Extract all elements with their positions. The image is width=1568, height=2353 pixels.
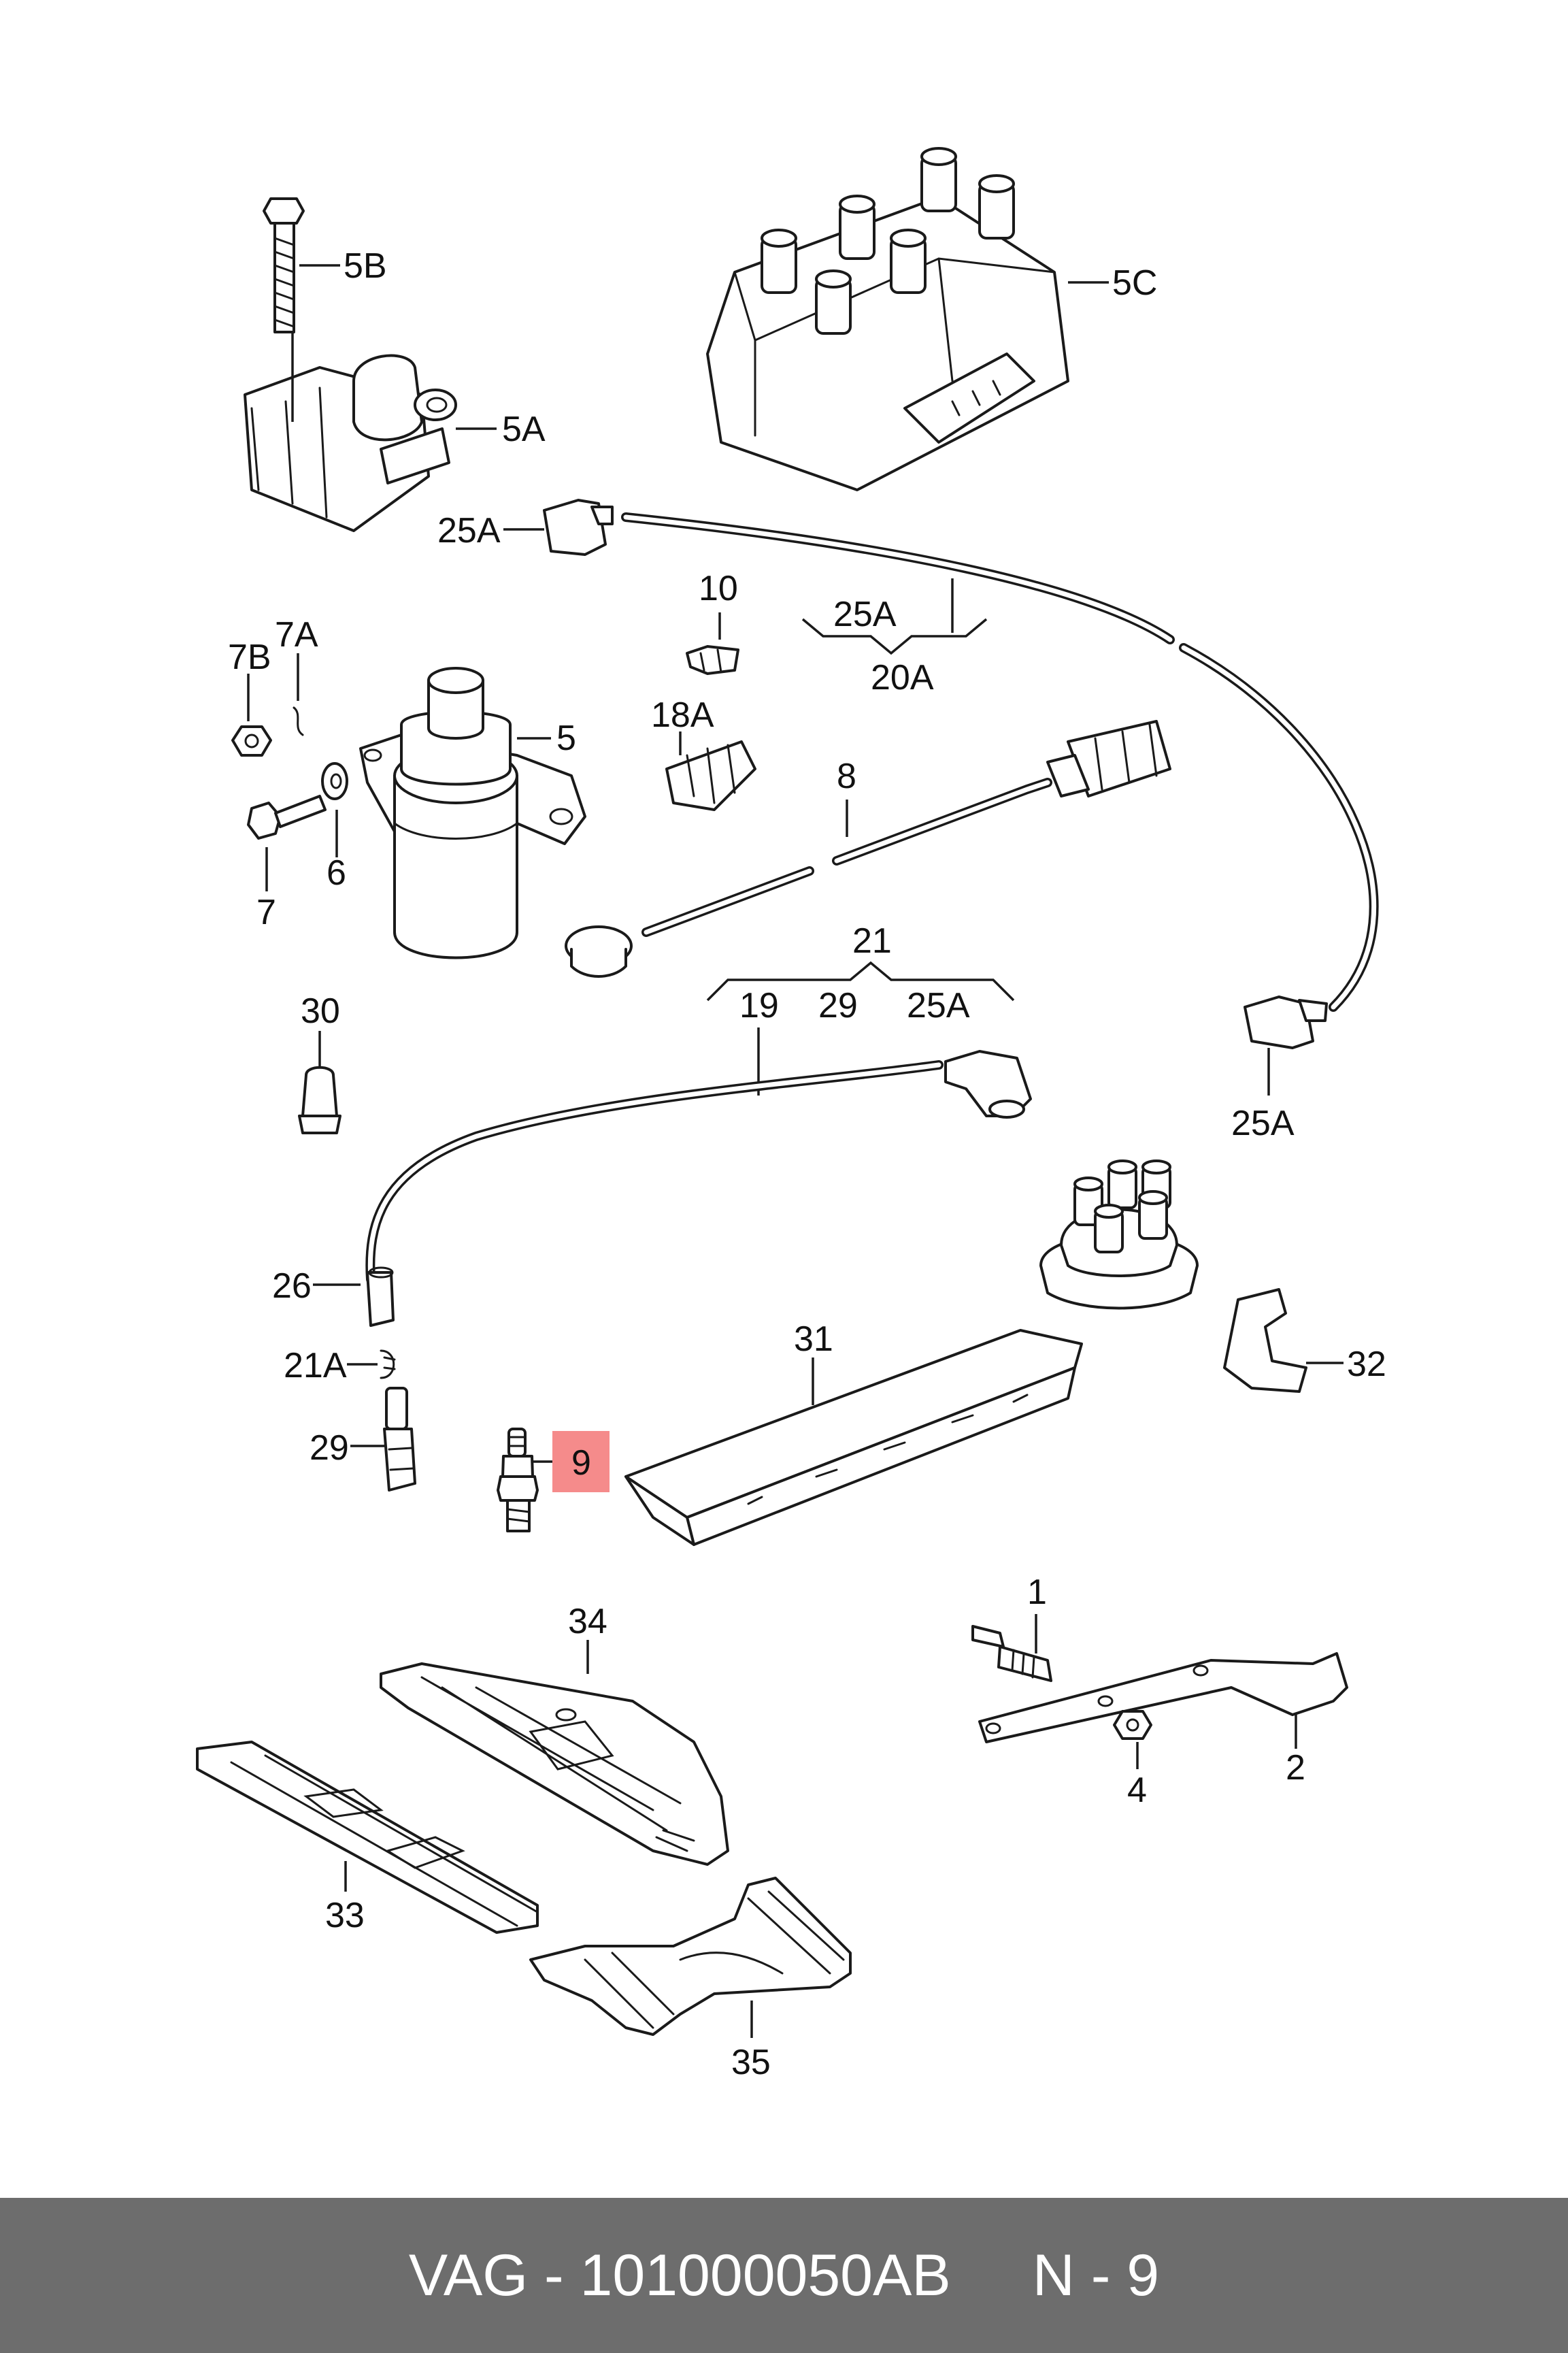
callout-2: 2 xyxy=(1286,1748,1305,1788)
part-9-spark-plug xyxy=(497,1428,552,1532)
part-35-intake xyxy=(529,1877,852,2038)
callout-8: 8 xyxy=(837,757,856,796)
part-6-washer xyxy=(321,762,348,857)
part-32-bracket xyxy=(1223,1288,1344,1393)
callout-19: 19 xyxy=(739,986,779,1025)
callout-29-group: 29 xyxy=(818,986,858,1025)
callout-9: 9 xyxy=(571,1443,591,1483)
callout-30: 30 xyxy=(301,991,340,1031)
callout-labels: 5B 5A 5C 25A 10 25A 20A 7A 7B 5 18A 8 6 … xyxy=(228,246,1386,2082)
footer-bar: VAG - 101000050AB N - 9 xyxy=(0,2198,1568,2353)
callout-18a: 18A xyxy=(651,695,714,735)
callout-5a: 5A xyxy=(502,410,546,449)
callout-33: 33 xyxy=(325,1896,365,1935)
callout-25a-right: 25A xyxy=(1231,1104,1295,1143)
callout-5b: 5B xyxy=(344,246,387,286)
callout-7a: 7A xyxy=(275,615,318,655)
callout-21a: 21A xyxy=(284,1346,347,1385)
footer-position: N - 9 xyxy=(1032,2242,1160,2308)
part-7a-washer xyxy=(293,653,304,736)
part-1-sensor xyxy=(971,1614,1052,1682)
part-33-cover xyxy=(196,1741,539,1934)
part-34-cover xyxy=(380,1640,729,1866)
callout-26: 26 xyxy=(272,1266,312,1306)
callout-5: 5 xyxy=(556,719,576,758)
callout-5c: 5C xyxy=(1112,263,1157,303)
part-5c-coil-pack xyxy=(706,147,1109,491)
part-7-bolt xyxy=(247,795,327,891)
part-5a-ignition-coil xyxy=(244,333,497,532)
callout-25a-top: 25A xyxy=(437,511,501,550)
callout-6: 6 xyxy=(327,853,346,893)
part-10-clip xyxy=(686,612,739,675)
part-29-connector xyxy=(350,1387,416,1492)
callout-32: 32 xyxy=(1347,1345,1386,1384)
part-30-cap xyxy=(298,1031,341,1134)
callout-21: 21 xyxy=(852,921,892,961)
callout-10: 10 xyxy=(699,569,738,608)
part-25a-ht-lead-top xyxy=(503,499,1379,1096)
part-5b-bolt xyxy=(263,197,340,333)
callout-1: 1 xyxy=(1027,1573,1047,1612)
distributor-cap xyxy=(1039,1159,1199,1310)
part-7b-nut xyxy=(231,674,272,757)
callout-34: 34 xyxy=(568,1602,607,1641)
callout-29: 29 xyxy=(310,1428,349,1468)
callout-35: 35 xyxy=(731,2043,771,2082)
callout-25a-group2: 25A xyxy=(907,986,970,1025)
part-19-ht-lead xyxy=(365,1050,1032,1284)
callout-7b: 7B xyxy=(228,638,271,677)
footer-part-number: VAG - 101000050AB xyxy=(408,2242,951,2308)
part-8-sensor xyxy=(565,720,1171,978)
callout-31: 31 xyxy=(794,1319,833,1359)
bracket-20a xyxy=(801,578,988,655)
part-9-highlight xyxy=(552,1431,610,1492)
part-4-nut xyxy=(1113,1710,1152,1769)
parts-diagram: 5B 5A 5C 25A 10 25A 20A 7A 7B 5 18A 8 6 … xyxy=(196,147,1386,2082)
callout-4: 4 xyxy=(1127,1771,1147,1810)
part-31-cover xyxy=(624,1329,1083,1546)
callout-7: 7 xyxy=(256,893,276,932)
part-2-strap xyxy=(978,1652,1348,1749)
callout-20a: 20A xyxy=(871,658,934,697)
part-18a-clip xyxy=(665,731,756,811)
part-21a-clip xyxy=(347,1349,396,1379)
part-26-boot xyxy=(313,1266,395,1327)
part-5-cylinder-coil xyxy=(359,667,586,959)
callout-25a-group: 25A xyxy=(833,595,897,634)
